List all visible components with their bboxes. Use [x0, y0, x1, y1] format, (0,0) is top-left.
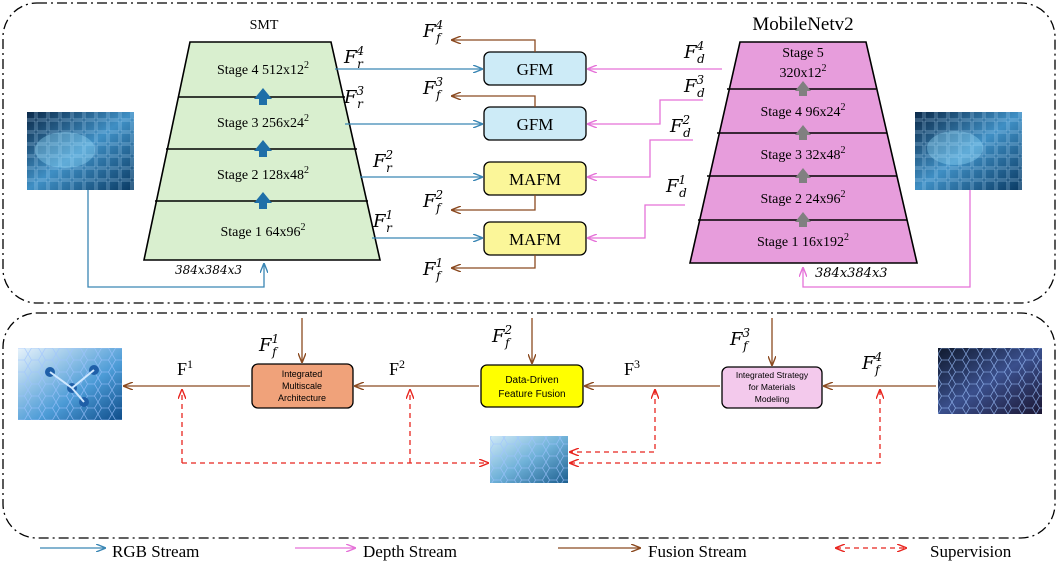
mobilenet-input-size: 384x384x3 [815, 266, 888, 281]
smt-input-size: 384x384x3 [175, 263, 242, 277]
mobilenet-up-arrow-icon [795, 81, 811, 227]
gfm-module-3: GFM [483, 106, 587, 141]
depth-input-line [803, 190, 971, 288]
decoder-fusion-lines [124, 318, 936, 386]
input-graphene-image [938, 348, 1042, 414]
mafm-module-1: MAFM [483, 221, 587, 256]
svg-text:Multiscale: Multiscale [282, 381, 322, 391]
depth-stream-lines [588, 69, 722, 238]
svg-text:Integrated Strategy: Integrated Strategy [736, 370, 809, 380]
mobilenet-stage-2-label: Stage 2 24x962 [760, 189, 845, 207]
legend-rgb-label: RGB Stream [112, 542, 199, 561]
rgb-stream-lines [335, 69, 482, 238]
data-driven-feature-fusion-module: Data-Driven Feature Fusion [480, 364, 584, 408]
svg-text:GFM: GFM [517, 60, 554, 79]
depth-input-image [915, 112, 1022, 190]
svg-text:MAFM: MAFM [509, 230, 561, 249]
smt-stage-2-label: Stage 2 128x482 [217, 165, 309, 183]
rgb-input-line [87, 190, 264, 288]
output-label-f1: F1 [177, 357, 193, 379]
integrated-strategy-materials-modeling-module: Integrated Strategy for Materials Modeli… [721, 366, 823, 409]
mobilenet-stage-3-label: Stage 3 32x482 [760, 145, 845, 163]
fusion-output-lines [452, 40, 536, 268]
gfm-module-4: GFM [483, 51, 587, 86]
output-label-f2: F2 [389, 357, 405, 379]
smt-title: SMT [250, 18, 279, 33]
mobilenet-stage-5-label: Stage 5 [782, 46, 824, 61]
mobilenet-stage-5-size: 320x122 [780, 63, 827, 81]
smt-stage-1-label: Stage 1 64x962 [220, 222, 305, 240]
svg-text:Architecture: Architecture [278, 393, 326, 403]
svg-text:for Materials: for Materials [749, 382, 796, 392]
svg-text:Feature Fusion: Feature Fusion [498, 389, 565, 400]
smt-up-arrow-icon [254, 88, 272, 209]
legend: RGB Stream Depth Stream Fusion Stream Su… [40, 542, 1012, 561]
svg-text:Modeling: Modeling [755, 394, 790, 404]
svg-text:Data-Driven: Data-Driven [505, 375, 558, 386]
mobilenet-title: MobileNetv2 [752, 14, 853, 35]
svg-text:MAFM: MAFM [509, 170, 561, 189]
mobilenet-stage-4-label: Stage 4 96x242 [760, 102, 845, 120]
mafm-module-2: MAFM [483, 161, 587, 196]
svg-text:Integrated: Integrated [282, 369, 323, 379]
supervision-lines [182, 390, 880, 463]
legend-supervision-label: Supervision [930, 542, 1012, 561]
output-label-f3: F3 [624, 357, 640, 379]
output-molecule-image [18, 348, 122, 420]
rgb-input-image [27, 112, 134, 190]
integrated-multiscale-architecture-module: Integrated Multiscale Architecture [251, 363, 354, 409]
mobilenet-stage-1-label: Stage 1 16x1922 [757, 232, 849, 250]
legend-depth-label: Depth Stream [363, 542, 457, 561]
supervision-sheet-image [490, 436, 568, 483]
smt-stage-3-label: Stage 3 256x242 [217, 113, 309, 131]
legend-fusion-label: Fusion Stream [648, 542, 747, 561]
smt-stage-4-label: Stage 4 512x122 [217, 60, 309, 78]
svg-text:GFM: GFM [517, 115, 554, 134]
bottom-panel-frame [2, 312, 1056, 539]
top-panel-frame [2, 2, 1056, 304]
